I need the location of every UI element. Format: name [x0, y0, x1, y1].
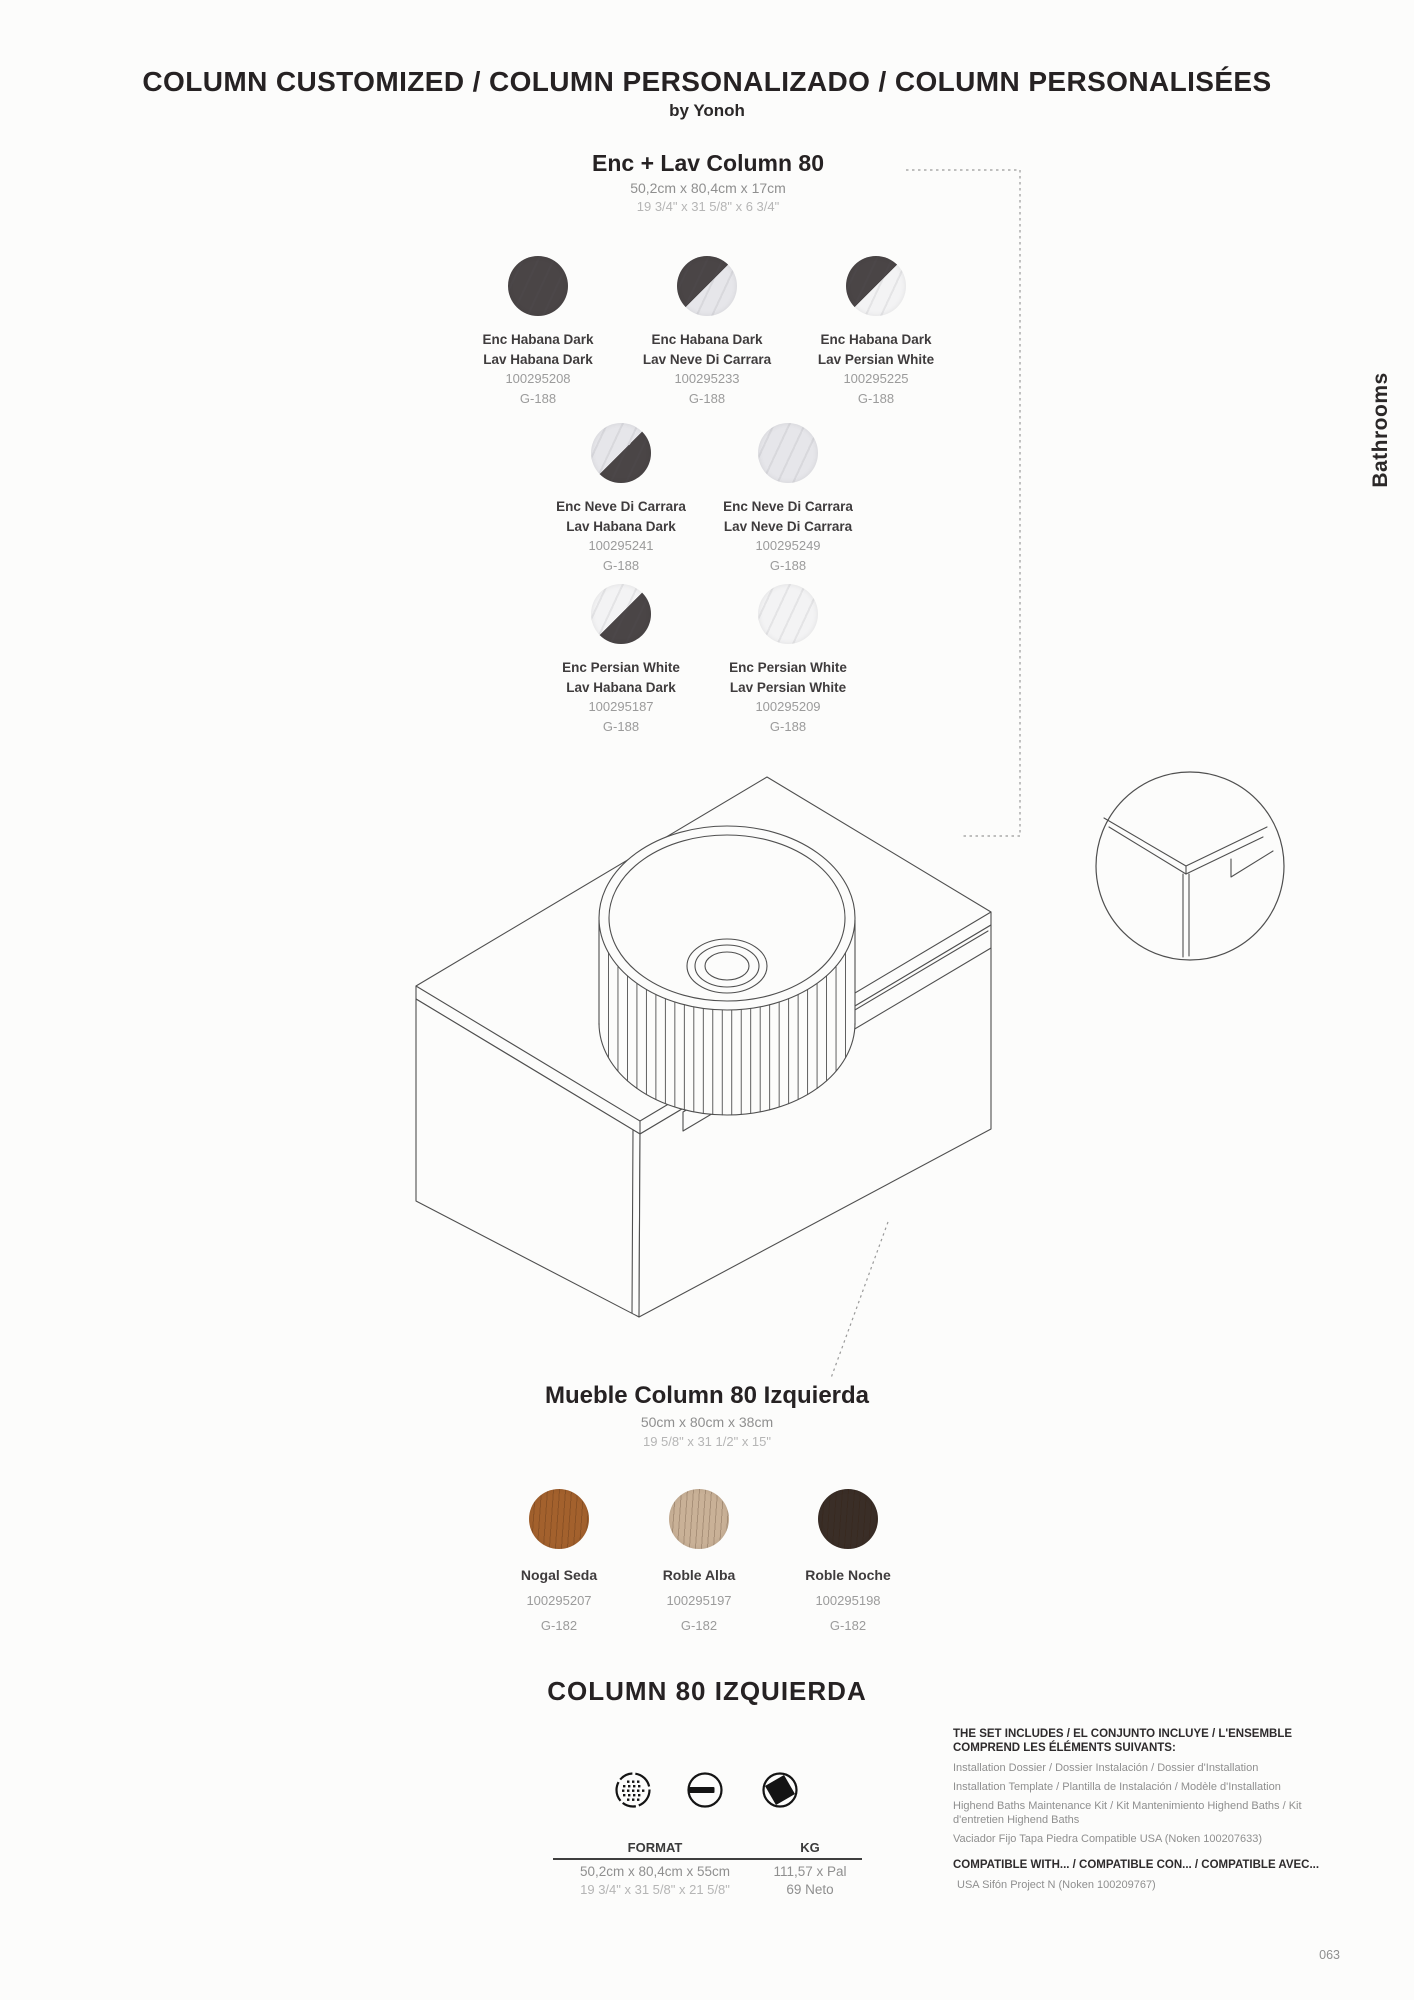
finish-ref: 100295233	[674, 371, 740, 386]
cabinet-right-face	[638, 924, 992, 1318]
include-item: Vaciador Fijo Tapa Piedra Compatible USA…	[953, 1833, 1262, 1845]
finish-lav-label: Lav Persian White	[817, 351, 935, 367]
wood-swatch	[669, 1489, 729, 1549]
wood-swatch	[818, 1489, 878, 1549]
finish-ref: 100295187	[588, 699, 654, 714]
include-item: Installation Dossier / Dossier Instalaci…	[953, 1762, 1259, 1774]
finish-lav-label: Lav Habana Dark	[483, 351, 593, 367]
basin-outer-rim	[598, 825, 856, 1011]
wood-ref: 100295198	[815, 1593, 881, 1608]
vanity-technical-drawing	[415, 169, 1285, 1379]
wood-name: Nogal Seda	[520, 1567, 598, 1583]
finish-lav-label: Lav Neve Di Carrara	[723, 518, 853, 534]
basin-flutes	[608, 952, 846, 1116]
side-tab-bathrooms: Bathrooms	[1369, 372, 1392, 488]
kg-net: 69 Neto	[786, 1882, 834, 1897]
wood-name: Roble Noche	[805, 1567, 891, 1583]
finish-code: G-188	[602, 557, 640, 573]
wood-code: G-182	[540, 1618, 578, 1633]
wood-finish-option: Roble Alba 100295197 G-182	[614, 1489, 784, 1638]
finish-code: G-188	[857, 390, 895, 406]
finish-swatch	[758, 423, 818, 483]
dashed-connector-enc-lav	[906, 169, 1021, 837]
finish-ref: 100295209	[755, 699, 821, 714]
include-item: Installation Template / Plantilla de Ins…	[953, 1781, 1281, 1793]
black-polygon-circle-icon	[762, 1772, 798, 1808]
compatible-heading: COMPATIBLE WITH... / COMPATIBLE CON... /…	[953, 1859, 1320, 1871]
finish-swatch	[591, 423, 651, 483]
basin-inner-rim	[608, 834, 846, 1002]
table-rule	[553, 1858, 862, 1860]
format-metric: 50,2cm x 80,4cm x 55cm	[579, 1864, 731, 1879]
finish-code: G-188	[769, 557, 807, 573]
finish-option: Enc Persian White Lav Persian White 1002…	[703, 584, 873, 736]
page-number: 063	[1319, 1948, 1340, 1962]
set-includes-block: THE SET INCLUDES / EL CONJUNTO INCLUYE /…	[953, 1727, 1341, 1897]
finish-ref: 100295249	[755, 538, 821, 553]
basin-silhouette	[599, 826, 855, 1115]
finish-lav-label: Lav Habana Dark	[566, 679, 676, 695]
finish-ref: 100295241	[588, 538, 654, 553]
spec-title: COLUMN 80 IZQUIERDA	[547, 1676, 867, 1706]
dotted-circle-icon	[615, 1772, 651, 1808]
finish-option: Enc Habana Dark Lav Persian White 100295…	[791, 256, 961, 408]
basin-bottom-arc	[598, 1022, 856, 1116]
wood-name: Roble Alba	[662, 1567, 736, 1583]
page-byline: by Yonoh	[669, 101, 745, 120]
wood-code: G-182	[680, 1618, 718, 1633]
set-includes-heading: THE SET INCLUDES / EL CONJUNTO INCLUYE /…	[953, 1728, 1293, 1754]
finish-swatch	[677, 256, 737, 316]
finish-ref: 100295208	[505, 371, 571, 386]
finish-enc-label: Enc Habana Dark	[651, 332, 763, 347]
finish-lav-label: Lav Habana Dark	[566, 518, 676, 534]
page-title: COLUMN CUSTOMIZED / COLUMN PERSONALIZADO…	[142, 66, 1272, 97]
enc-lav-dims-imperial: 19 3/4" x 31 5/8" x 6 3/4"	[636, 199, 780, 214]
wood-ref: 100295197	[666, 1593, 732, 1608]
finish-swatch	[591, 584, 651, 644]
finish-swatch	[758, 584, 818, 644]
finish-enc-label: Enc Persian White	[562, 660, 680, 675]
compatible-item: USA Sifón Project N (Noken 100209767)	[957, 1879, 1156, 1891]
finish-enc-label: Enc Habana Dark	[482, 332, 594, 347]
table-header-format: FORMAT	[627, 1840, 683, 1855]
finish-option: Enc Persian White Lav Habana Dark 100295…	[536, 584, 706, 736]
corner-detail-inset	[1095, 771, 1285, 961]
finish-option: Enc Neve Di Carrara Lav Habana Dark 1002…	[536, 423, 706, 575]
wood-swatch	[529, 1489, 589, 1549]
mueble-dims-metric: 50cm x 80cm x 38cm	[640, 1414, 774, 1430]
finish-option: Enc Habana Dark Lav Neve Di Carrara 1002…	[622, 256, 792, 408]
wood-ref: 100295207	[526, 1593, 592, 1608]
finish-code: G-188	[519, 390, 557, 406]
finish-enc-label: Enc Neve Di Carrara	[723, 499, 853, 514]
finish-swatch	[846, 256, 906, 316]
enc-lav-dims-metric: 50,2cm x 80,4cm x 17cm	[630, 180, 786, 196]
kg-pallet: 111,57 x Pal	[773, 1864, 847, 1879]
mueble-dims-imperial: 19 5/8" x 31 1/2" x 15"	[642, 1434, 772, 1449]
finish-code: G-188	[769, 718, 807, 734]
include-item: Highend Baths Maintenance Kit / Kit Mant…	[953, 1800, 1302, 1826]
finish-lav-label: Lav Persian White	[729, 679, 847, 695]
finish-ref: 100295225	[843, 371, 909, 386]
finish-swatch	[508, 256, 568, 316]
finish-option: Enc Neve Di Carrara Lav Neve Di Carrara …	[703, 423, 873, 575]
mueble-title: Mueble Column 80 Izquierda	[544, 1382, 870, 1409]
circle-with-bar-icon	[687, 1772, 723, 1808]
wood-code: G-182	[829, 1618, 867, 1633]
wood-finish-option: Roble Noche 100295198 G-182	[763, 1489, 933, 1638]
cabinet-corner-reveal-line	[631, 1129, 634, 1314]
finish-enc-label: Enc Habana Dark	[820, 332, 932, 347]
format-imperial: 19 3/4" x 31 5/8" x 21 5/8"	[580, 1882, 730, 1897]
finish-enc-label: Enc Persian White	[729, 660, 847, 675]
dashed-connector-mueble	[830, 1221, 889, 1379]
finish-lav-label: Lav Neve Di Carrara	[642, 351, 772, 367]
wood-finish-option: Nogal Seda 100295207 G-182	[474, 1489, 644, 1638]
finish-code: G-188	[688, 390, 726, 406]
finish-enc-label: Enc Neve Di Carrara	[556, 499, 686, 514]
basin-sides	[598, 919, 856, 1026]
basin-drain	[686, 938, 768, 994]
finish-code: G-188	[602, 718, 640, 734]
finish-option: Enc Habana Dark Lav Habana Dark 10029520…	[453, 256, 623, 408]
table-header-kg: KG	[800, 1840, 820, 1855]
enc-lav-title: Enc + Lav Column 80	[592, 150, 824, 176]
